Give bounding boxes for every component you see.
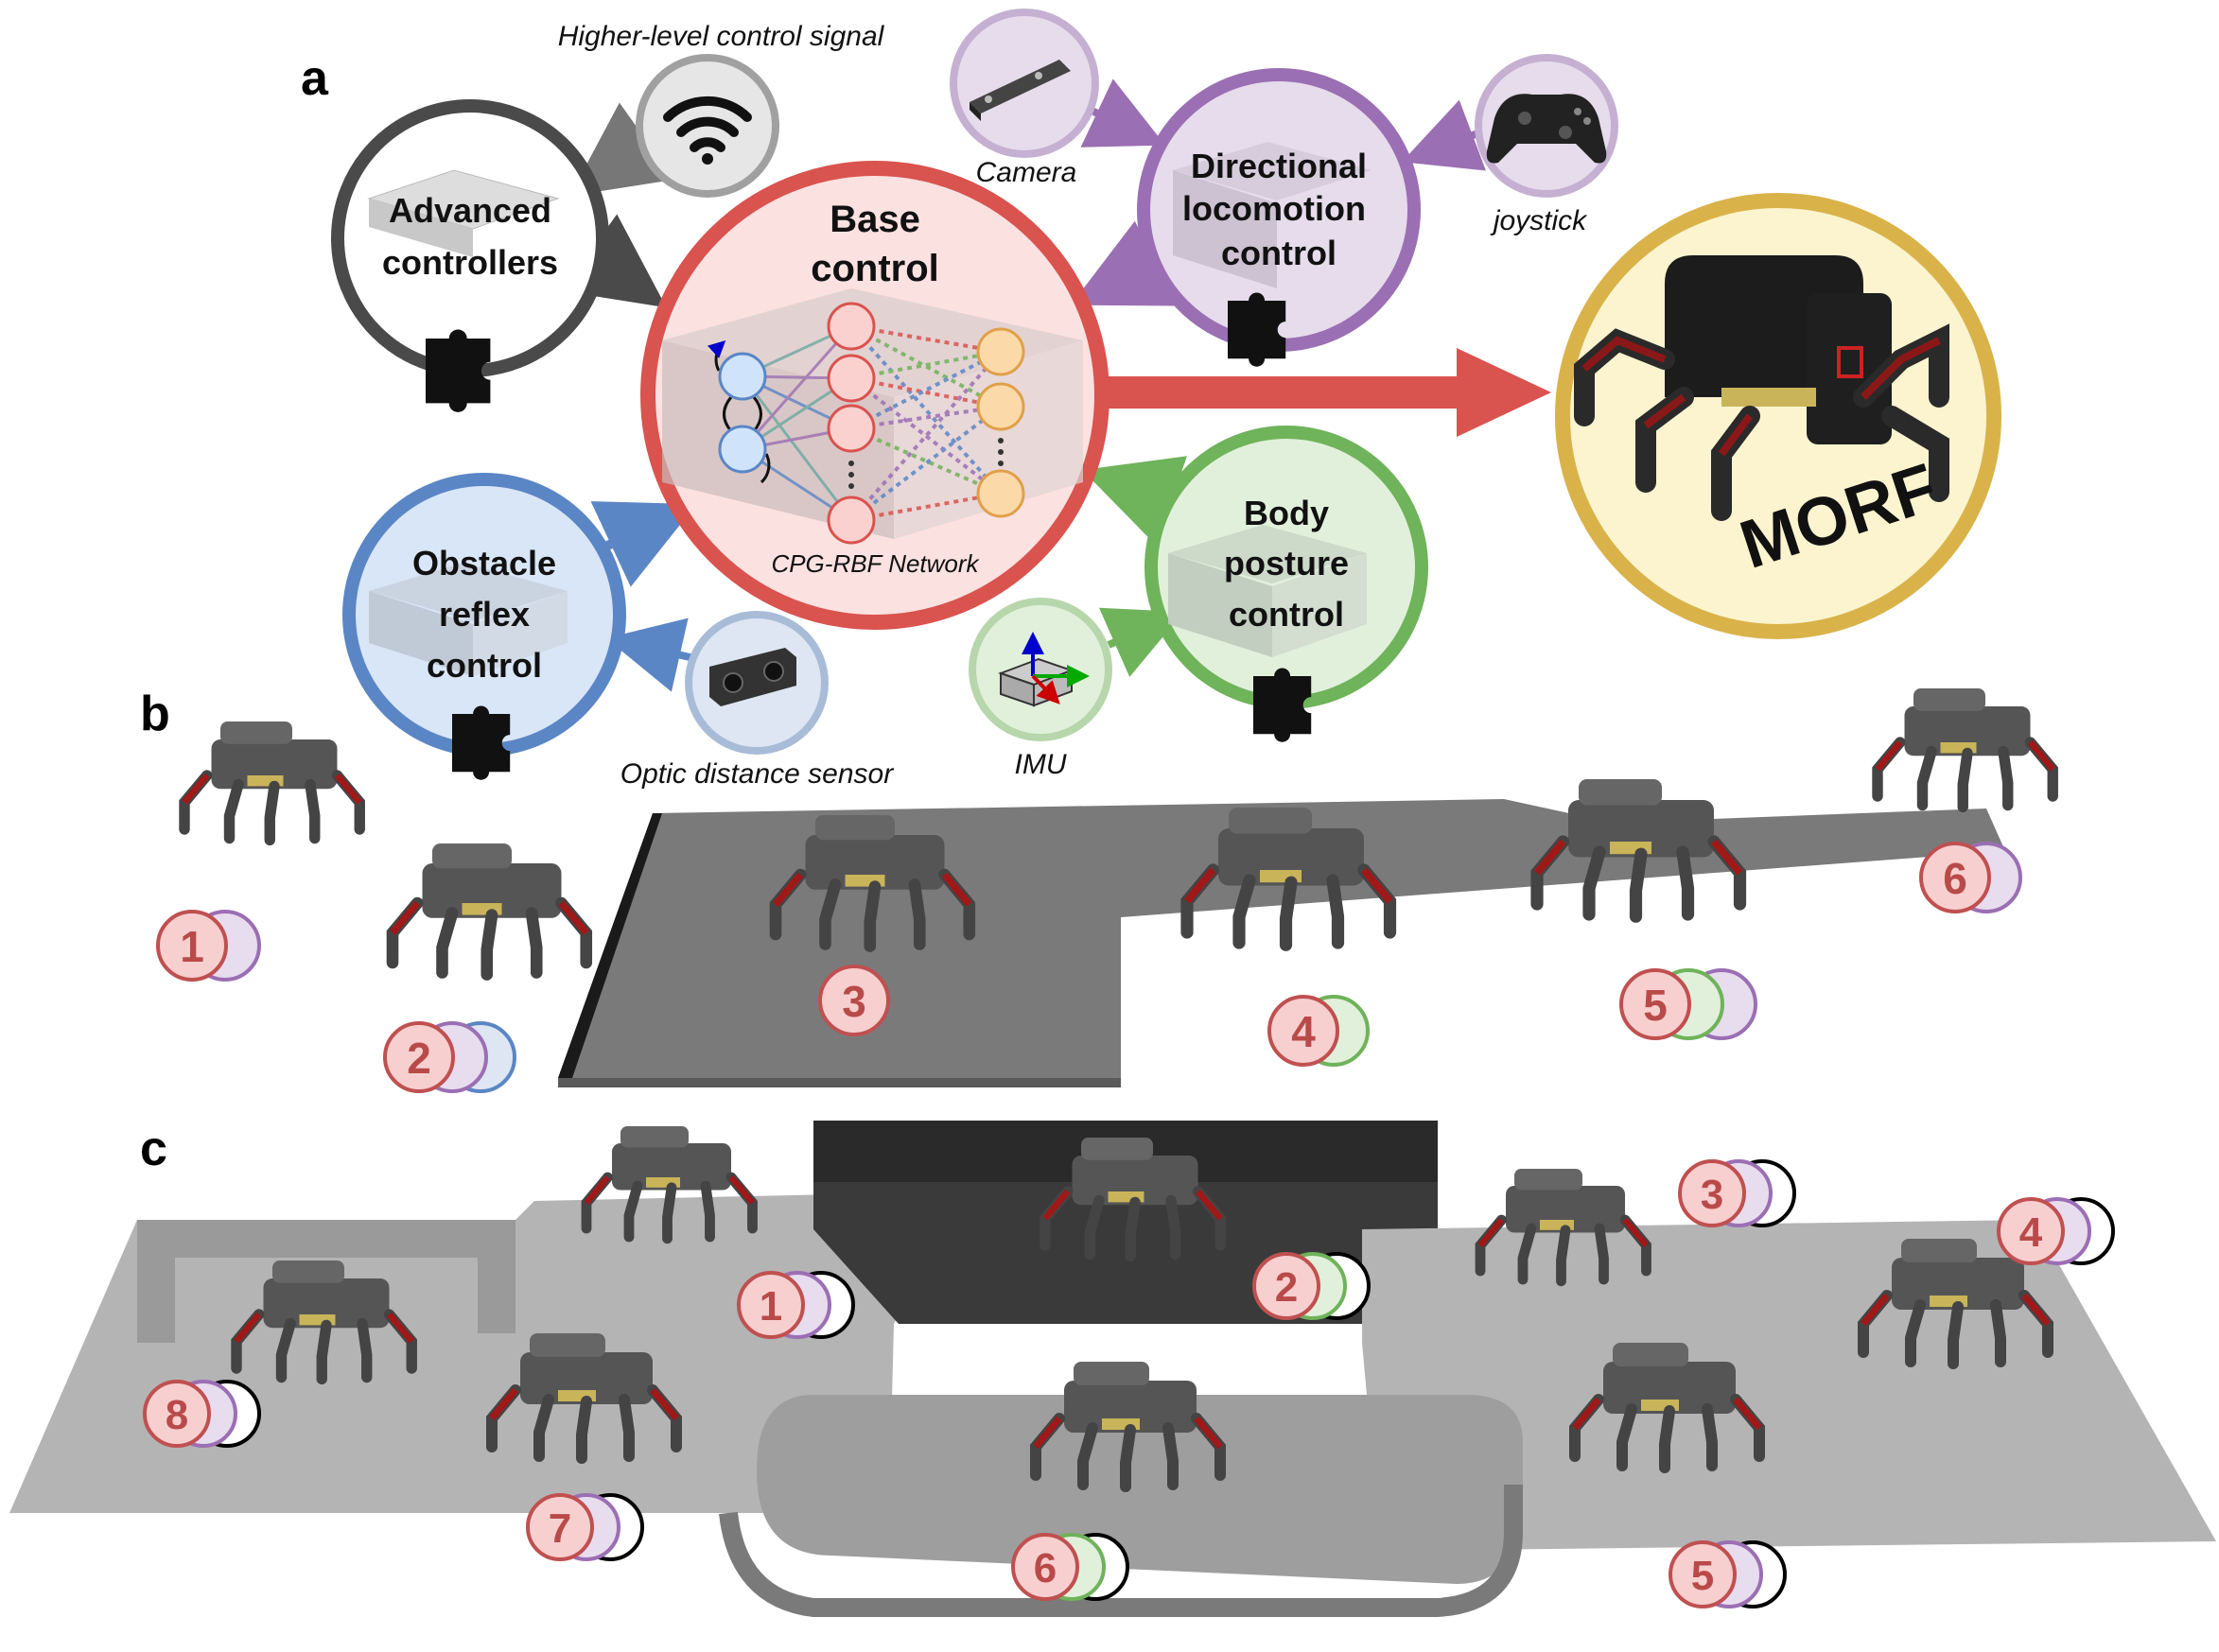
badge-b-1: 1 [156, 910, 261, 982]
puzzle-piece-icon [1228, 292, 1286, 367]
cpg-rbf-network-diagram [707, 302, 1025, 545]
svg-text:3: 3 [842, 977, 866, 1026]
badge-c-1: 1 [737, 1271, 855, 1339]
advanced-title-line1: Advanced [389, 191, 551, 230]
wifi-icon [663, 96, 752, 165]
badge-c-5: 5 [1669, 1540, 1787, 1609]
badge-b-3: 3 [818, 965, 890, 1036]
badge-c-4: 4 [1997, 1197, 2115, 1265]
imu-sensor: IMU [969, 598, 1112, 780]
panel-c-scene: 1 2 3 4 5 6 [9, 1121, 2216, 1617]
tunnel-arch [137, 1220, 515, 1343]
body-posture-module: Body posture control [1144, 426, 1428, 742]
joystick-sensor: joystick [1475, 54, 1618, 236]
ramp [757, 1395, 1523, 1584]
arrow-imu-to-posture [1098, 607, 1184, 677]
badge-c-6: 6 [1011, 1533, 1129, 1601]
output-neuron-2 [976, 382, 1025, 431]
posture-title-line1: Body [1244, 494, 1329, 532]
rbf-neuron-1 [827, 302, 876, 351]
arrow-wifi-to-advanced [569, 102, 674, 197]
posture-title-line3: control [1229, 595, 1344, 634]
morf-robot-panel: MORF [1555, 193, 2001, 639]
joystick-label: joystick [1490, 205, 1588, 236]
advanced-controllers-module: Advanced controllers [331, 99, 609, 412]
camera-label: Camera [976, 157, 1077, 188]
puzzle-piece-icon [1253, 668, 1312, 742]
obstacle-reflex-module: Obstacle reflex control [342, 473, 626, 780]
svg-text:1: 1 [760, 1283, 782, 1330]
robot-step-1 [184, 722, 359, 840]
cpg-neuron-1 [718, 352, 767, 401]
puzzle-piece-icon [426, 329, 491, 412]
base-title-line2: control [811, 248, 939, 289]
obstacle-title-line1: Obstacle [412, 544, 556, 583]
base-title-line1: Base [830, 199, 920, 240]
badge-c-2: 2 [1252, 1252, 1371, 1320]
wifi-label: Higher-level control signal [558, 21, 885, 52]
imu-label: IMU [1015, 749, 1067, 780]
camera-sensor: Camera [950, 9, 1099, 188]
directional-locomotion-module: Directional locomotion control [1137, 68, 1421, 367]
network-label: CPG-RBF Network [771, 549, 980, 578]
robot-step-2 [393, 843, 586, 975]
morf-robot-image [1574, 255, 1949, 521]
base-control-module: Base control [640, 161, 1110, 630]
svg-text:7: 7 [549, 1505, 571, 1552]
badge-c-8: 8 [143, 1380, 261, 1448]
arrow-joystick-to-directional [1402, 99, 1487, 171]
panel-label-b: b [140, 687, 170, 741]
svg-text:6: 6 [1943, 854, 1967, 903]
obstacle-title-line2: reflex [439, 595, 530, 634]
svg-text:5: 5 [1691, 1553, 1714, 1599]
badge-b-2: 2 [383, 1021, 516, 1093]
robot-step-6 [1878, 688, 2053, 807]
svg-text:4: 4 [1291, 1007, 1316, 1056]
svg-text:1: 1 [180, 922, 204, 971]
arrow-optic-to-obstacle [605, 617, 699, 692]
optic-sensor: Optic distance sensor [620, 611, 894, 790]
output-neuron-n [976, 469, 1025, 518]
imu-axes-icon [998, 632, 1090, 707]
badge-c-7: 7 [526, 1493, 644, 1561]
svg-text:8: 8 [166, 1392, 188, 1438]
svg-text:2: 2 [407, 1034, 431, 1083]
panel-label-c: c [140, 1122, 167, 1176]
arrow-directional-to-base [1071, 220, 1177, 306]
wifi-sensor: Higher-level control signal [558, 21, 885, 198]
svg-text:3: 3 [1701, 1172, 1723, 1218]
panel-b-scene: 1 2 3 4 5 6 [156, 688, 2053, 1093]
badge-c-3: 3 [1678, 1159, 1796, 1227]
distance-sensor-icon [709, 648, 796, 706]
directional-title-line3: control [1221, 234, 1337, 272]
rbf-neuron-n [827, 496, 876, 545]
gamepad-icon [1486, 94, 1607, 164]
output-neuron-1 [976, 327, 1025, 376]
rbf-neuron-2 [827, 354, 876, 403]
panel-label-a: a [301, 51, 329, 106]
directional-title-line1: Directional [1191, 147, 1367, 185]
badge-b-4: 4 [1267, 995, 1370, 1067]
optic-label: Optic distance sensor [620, 758, 894, 790]
arrow-obstacle-to-base [590, 501, 697, 587]
svg-text:5: 5 [1643, 981, 1668, 1030]
directional-title-line2: locomotion [1182, 189, 1366, 228]
cpg-neuron-2 [718, 425, 767, 474]
arrow-camera-to-directional [1080, 78, 1165, 148]
badge-b-6: 6 [1919, 842, 2022, 913]
puzzle-piece-icon [452, 705, 511, 780]
output-arrow [1105, 348, 1551, 437]
svg-text:2: 2 [1275, 1264, 1298, 1311]
advanced-title-line2: controllers [382, 243, 558, 282]
posture-title-line2: posture [1224, 544, 1349, 583]
svg-text:4: 4 [2019, 1209, 2043, 1256]
obstacle-title-line3: control [427, 646, 542, 685]
badge-b-5: 5 [1619, 968, 1757, 1040]
rbf-neuron-3 [827, 404, 876, 453]
svg-text:6: 6 [1034, 1545, 1057, 1591]
camera-icon [970, 60, 1071, 121]
